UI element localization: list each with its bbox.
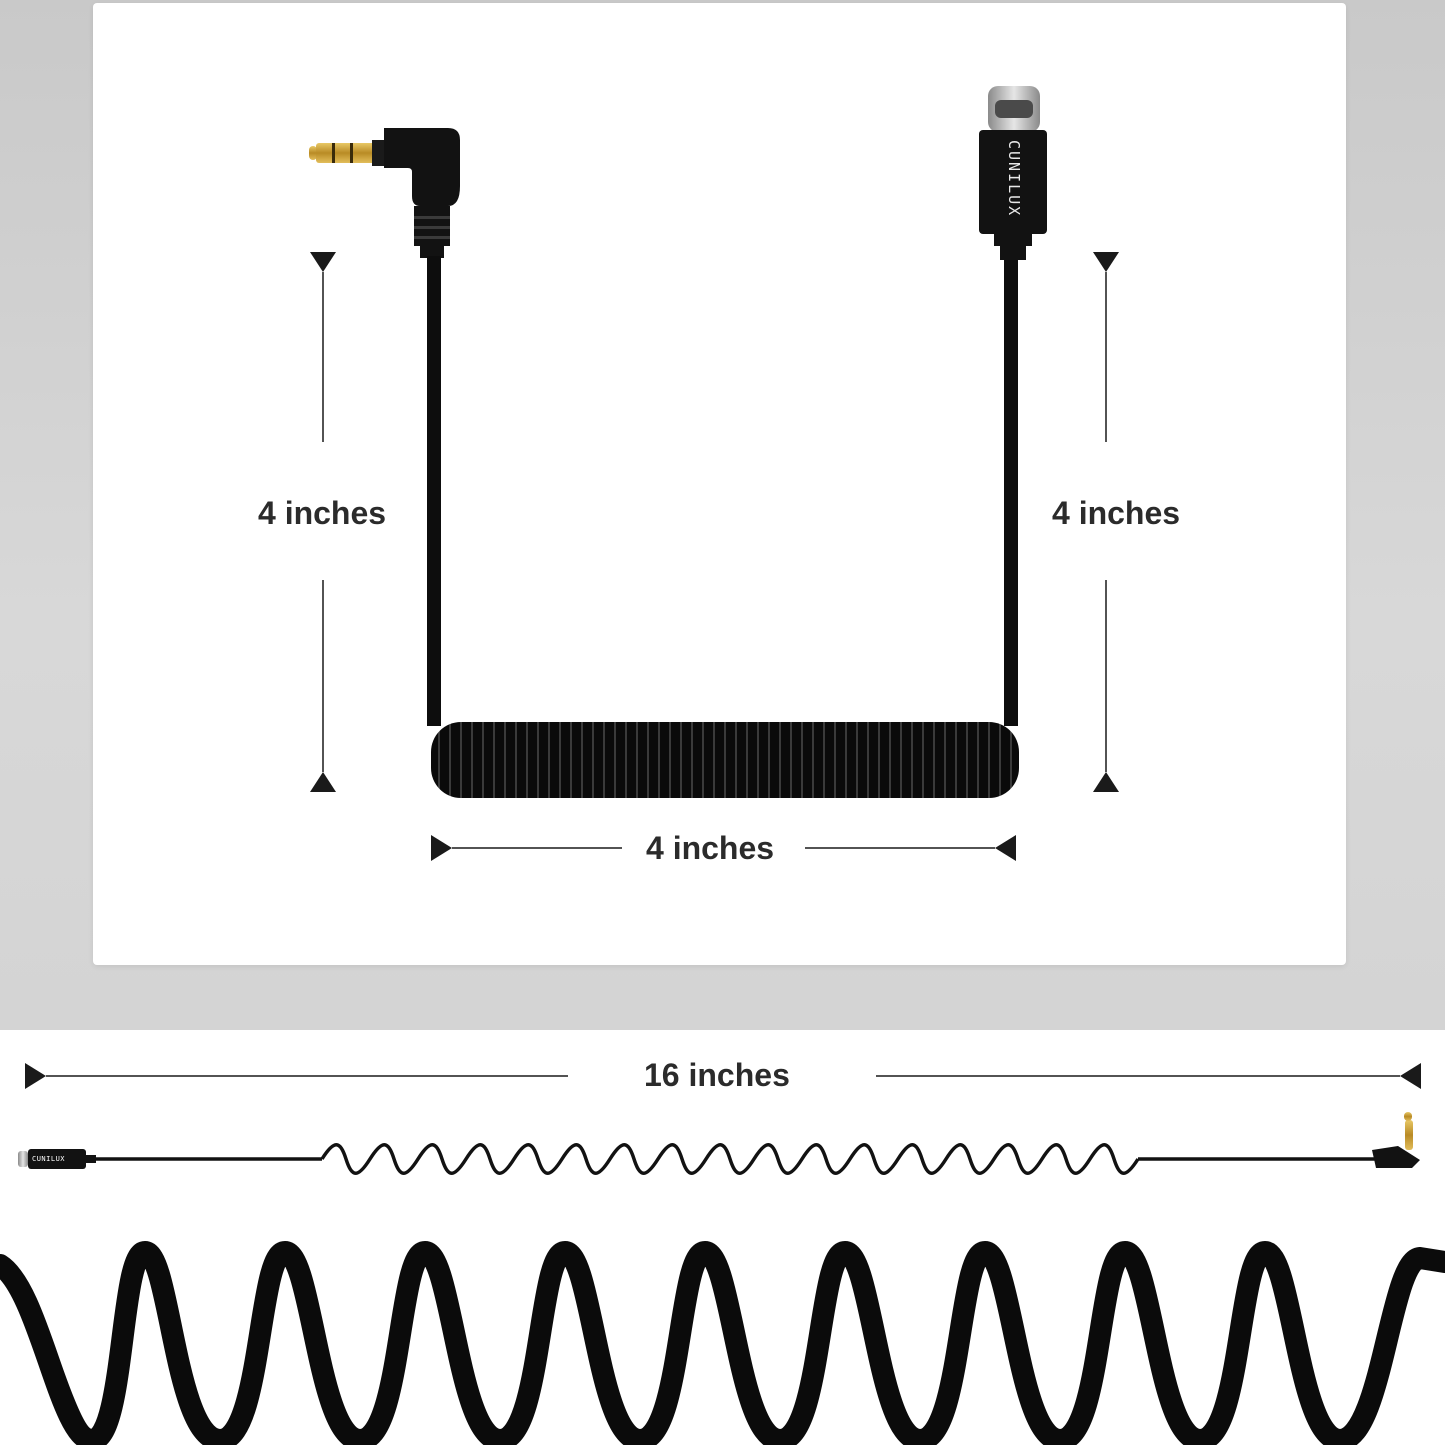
- brand-logo-small: CUNILUX: [32, 1155, 66, 1163]
- left-height-label: 4 inches: [258, 495, 387, 531]
- left-height-dimension: [310, 252, 336, 792]
- stretched-area: [0, 1030, 1445, 1445]
- stretched-length-label: 16 inches: [644, 1057, 790, 1093]
- coiled-section: [431, 722, 1019, 798]
- arrow-right-icon: [995, 835, 1016, 861]
- arrow-left-icon: [25, 1063, 46, 1089]
- arrow-down-icon: [1093, 252, 1119, 272]
- arrow-up-icon: [1093, 772, 1119, 792]
- trs-plug-icon: [309, 128, 460, 258]
- stretched-length-dimension: [25, 1063, 1421, 1089]
- coil-closeup: [0, 1240, 1445, 1445]
- coil-width-label: 4 inches: [646, 830, 775, 866]
- arrow-down-icon: [310, 252, 336, 272]
- right-cable: [1004, 256, 1018, 726]
- arrow-right-icon: [1400, 1063, 1421, 1089]
- brand-logo: CUNILUX: [1005, 140, 1023, 218]
- usb-c-plug-icon: [979, 86, 1047, 260]
- left-cable: [427, 256, 441, 726]
- arrow-left-icon: [431, 835, 452, 861]
- stretched-cable: [18, 1112, 1420, 1175]
- coil-width-dimension: [431, 835, 1016, 861]
- product-panel: [93, 3, 1346, 965]
- right-height-label: 4 inches: [1052, 495, 1181, 531]
- arrow-up-icon: [310, 772, 336, 792]
- right-height-dimension: [1093, 252, 1119, 792]
